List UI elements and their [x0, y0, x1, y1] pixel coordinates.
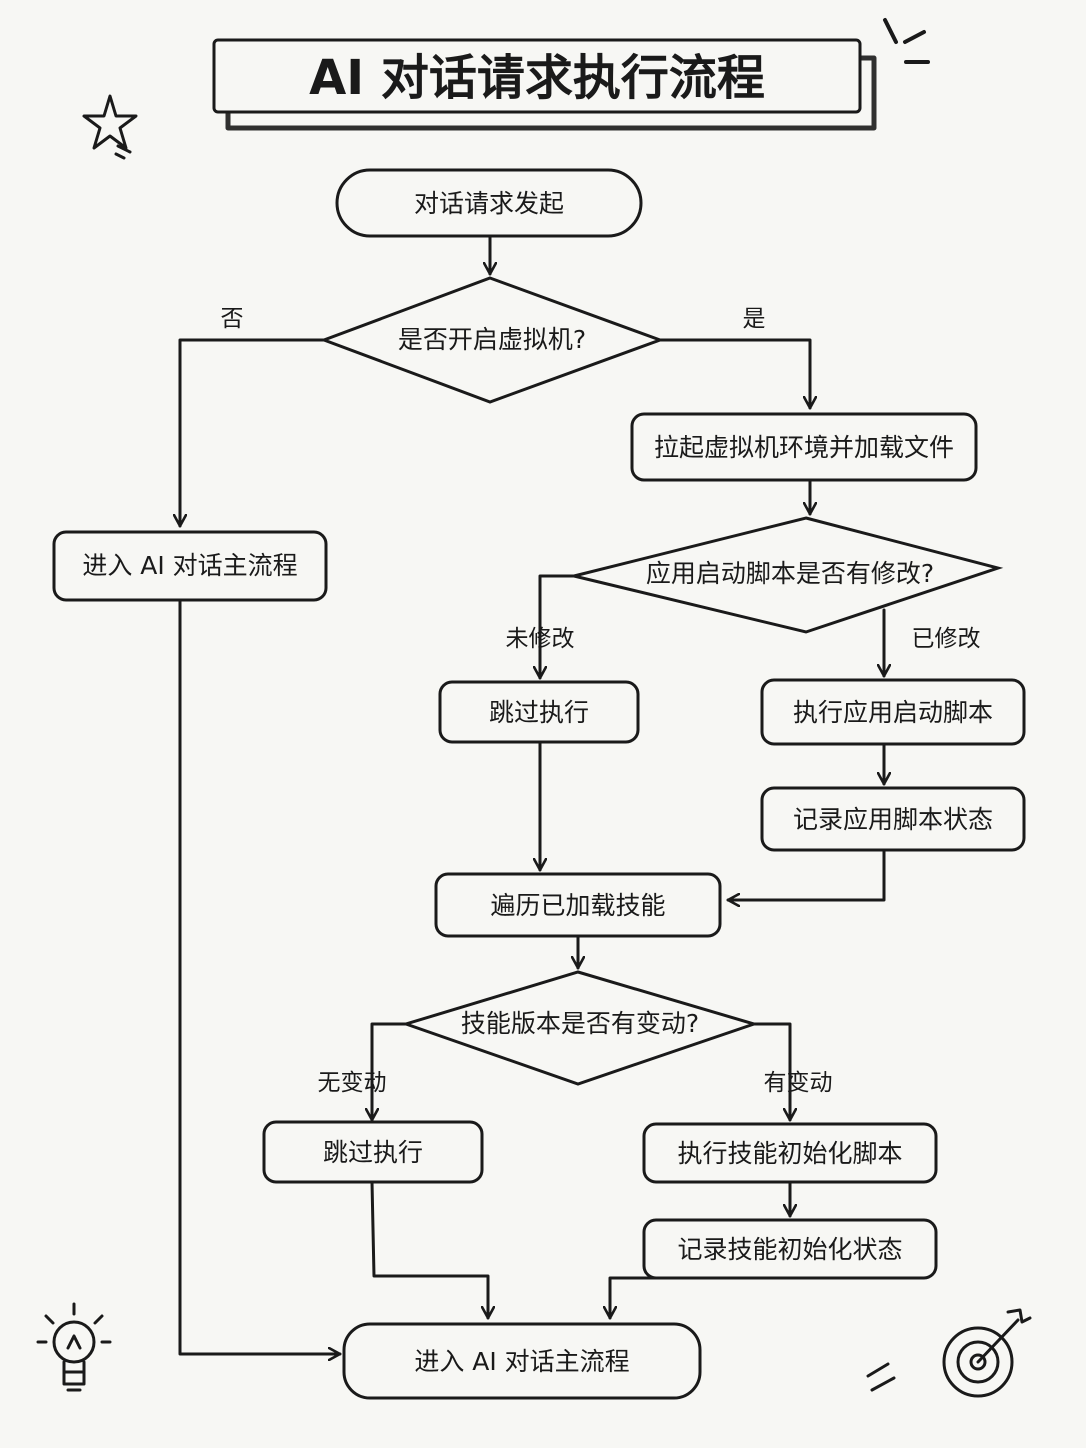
skip-execution-node: 跳过执行: [438, 680, 640, 744]
vm-decision-label: 是否开启虚拟机?: [398, 325, 586, 354]
skip-execution-label-2: 跳过执行: [323, 1138, 423, 1167]
main-flow-left-label: 进入 AI 对话主流程: [82, 551, 297, 580]
edge-label-skill-changed: 有变动: [764, 1070, 833, 1096]
page-title: AI 对话请求执行流程: [309, 50, 765, 106]
star-icon: [82, 94, 138, 160]
iterate-skills-node: 遍历已加载技能: [434, 872, 722, 938]
iterate-skills-label: 遍历已加载技能: [490, 891, 665, 920]
edge-label-script-unmodified: 未修改: [506, 626, 575, 652]
exec-skill-init-node: 执行技能初始化脚本: [642, 1122, 938, 1184]
target-icon: [942, 1308, 1032, 1398]
skip-execution-label: 跳过执行: [489, 698, 589, 727]
vm-decision-node: 是否开启虚拟机?: [319, 276, 665, 404]
record-skill-state-label: 记录技能初始化状态: [677, 1235, 902, 1264]
exec-skill-init-label: 执行技能初始化脚本: [677, 1139, 902, 1168]
edge-label-skill-unchanged: 无变动: [318, 1070, 387, 1096]
spark-lines-icon: [866, 1362, 896, 1392]
skill-decision-node: 技能版本是否有变动?: [401, 970, 759, 1086]
pull-vm-label: 拉起虚拟机环境并加载文件: [654, 433, 954, 462]
connectors: [180, 234, 884, 1354]
start-label: 对话请求发起: [414, 189, 564, 218]
edge-label-vm-yes: 是: [743, 306, 766, 332]
main-flow-left-node: 进入 AI 对话主流程: [52, 530, 328, 602]
lightbulb-icon: [36, 1302, 112, 1392]
skill-decision-label: 技能版本是否有变动?: [461, 1009, 699, 1038]
exec-startup-script-label: 执行应用启动脚本: [793, 698, 993, 727]
record-skill-state-node: 记录技能初始化状态: [642, 1218, 938, 1280]
title-banner: AI 对话请求执行流程: [212, 38, 877, 131]
main-flow-end-node: 进入 AI 对话主流程: [342, 1322, 702, 1400]
record-script-state-label: 记录应用脚本状态: [793, 805, 993, 834]
start-node: 对话请求发起: [335, 168, 643, 238]
skip-execution-node-2: 跳过执行: [262, 1120, 484, 1184]
spark-lines-icon: [883, 18, 930, 64]
edge-label-script-modified: 已修改: [912, 626, 981, 652]
record-script-state-node: 记录应用脚本状态: [760, 786, 1026, 852]
pull-vm-node: 拉起虚拟机环境并加载文件: [630, 412, 978, 482]
exec-startup-script-node: 执行应用启动脚本: [760, 678, 1026, 746]
script-decision-node: 应用启动脚本是否有修改?: [573, 516, 1004, 634]
edge-label-vm-no: 否: [221, 306, 244, 332]
script-decision-label: 应用启动脚本是否有修改?: [646, 559, 934, 588]
main-flow-end-label: 进入 AI 对话主流程: [414, 1347, 629, 1376]
